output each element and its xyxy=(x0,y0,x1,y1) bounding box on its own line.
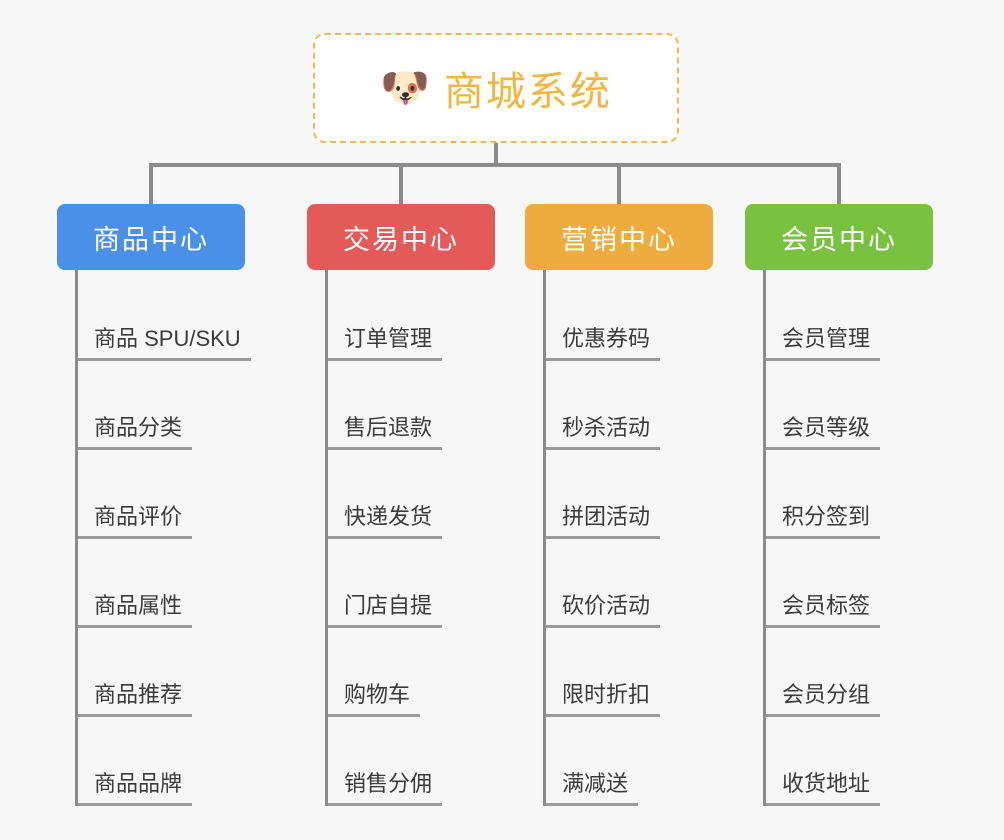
item-list-4: 会员管理 会员等级 积分签到 会员标签 会员分组 收货地址 xyxy=(763,270,933,806)
list-item[interactable]: 会员标签 xyxy=(766,539,933,628)
branch-column-4: 会员中心 会员管理 会员等级 积分签到 会员标签 会员分组 收货地址 xyxy=(745,204,933,806)
item-label: 门店自提 xyxy=(328,593,443,628)
category-label-3: 营销中心 xyxy=(561,224,677,255)
list-item[interactable]: 拼团活动 xyxy=(546,450,713,539)
connector-drop-4 xyxy=(837,163,841,206)
item-label: 商品品牌 xyxy=(78,771,193,806)
list-item[interactable]: 秒杀活动 xyxy=(546,361,713,450)
item-label: 商品属性 xyxy=(78,593,193,628)
item-label: 商品分类 xyxy=(78,415,193,450)
item-label: 商品评价 xyxy=(78,504,193,539)
list-item[interactable]: 门店自提 xyxy=(328,539,495,628)
list-item[interactable]: 限时折扣 xyxy=(546,628,713,717)
category-label-1: 商品中心 xyxy=(93,224,209,255)
branch-column-1: 商品中心 商品 SPU/SKU 商品分类 商品评价 商品属性 商品推荐 商品品牌 xyxy=(57,204,251,806)
list-item[interactable]: 商品属性 xyxy=(78,539,245,628)
connector-bus-bar xyxy=(149,163,841,167)
list-item[interactable]: 购物车 xyxy=(328,628,495,717)
item-label: 会员标签 xyxy=(766,593,881,628)
item-label: 订单管理 xyxy=(328,326,443,361)
list-item[interactable]: 售后退款 xyxy=(328,361,495,450)
list-item[interactable]: 会员分组 xyxy=(766,628,933,717)
connector-root-stem xyxy=(494,143,498,165)
list-item[interactable]: 会员等级 xyxy=(766,361,933,450)
connector-drop-2 xyxy=(399,163,403,206)
item-label: 购物车 xyxy=(328,682,421,717)
list-item[interactable]: 商品品牌 xyxy=(78,717,245,806)
category-label-4: 会员中心 xyxy=(781,224,897,255)
category-node-3[interactable]: 营销中心 xyxy=(525,204,713,270)
list-item[interactable]: 积分签到 xyxy=(766,450,933,539)
item-label: 商品推荐 xyxy=(78,682,193,717)
item-list-1: 商品 SPU/SKU 商品分类 商品评价 商品属性 商品推荐 商品品牌 xyxy=(75,270,251,806)
item-label: 拼团活动 xyxy=(546,504,661,539)
item-label: 快递发货 xyxy=(328,504,443,539)
connector-drop-1 xyxy=(149,163,153,206)
branch-column-2: 交易中心 订单管理 售后退款 快递发货 门店自提 购物车 销售分佣 xyxy=(307,204,495,806)
category-node-4[interactable]: 会员中心 xyxy=(745,204,933,270)
shiba-dog-face-icon: 🐶 xyxy=(380,66,430,110)
category-node-1[interactable]: 商品中心 xyxy=(57,204,245,270)
item-label: 会员等级 xyxy=(766,415,881,450)
list-item[interactable]: 会员管理 xyxy=(766,272,933,361)
item-label: 会员分组 xyxy=(766,682,881,717)
list-item[interactable]: 满减送 xyxy=(546,717,713,806)
list-item[interactable]: 快递发货 xyxy=(328,450,495,539)
list-item[interactable]: 商品推荐 xyxy=(78,628,245,717)
root-node-label: 商城系统 xyxy=(443,70,612,114)
list-item[interactable]: 销售分佣 xyxy=(328,717,495,806)
category-node-2[interactable]: 交易中心 xyxy=(307,204,495,270)
item-label: 售后退款 xyxy=(328,415,443,450)
item-label: 会员管理 xyxy=(766,326,881,361)
item-label: 收货地址 xyxy=(766,771,881,806)
connector-drop-3 xyxy=(617,163,621,206)
list-item[interactable]: 商品评价 xyxy=(78,450,245,539)
item-label: 秒杀活动 xyxy=(546,415,661,450)
list-item[interactable]: 订单管理 xyxy=(328,272,495,361)
category-label-2: 交易中心 xyxy=(343,224,459,255)
list-item[interactable]: 商品 SPU/SKU xyxy=(78,272,251,361)
list-item[interactable]: 优惠券码 xyxy=(546,272,713,361)
item-label: 限时折扣 xyxy=(546,682,661,717)
item-label: 优惠券码 xyxy=(546,326,661,361)
item-label: 商品 SPU/SKU xyxy=(78,326,251,361)
item-list-3: 优惠券码 秒杀活动 拼团活动 砍价活动 限时折扣 满减送 xyxy=(543,270,713,806)
root-node-商城系统[interactable]: 🐶 商城系统 xyxy=(313,33,679,143)
item-label: 销售分佣 xyxy=(328,771,443,806)
item-list-2: 订单管理 售后退款 快递发货 门店自提 购物车 销售分佣 xyxy=(325,270,495,806)
list-item[interactable]: 商品分类 xyxy=(78,361,245,450)
list-item[interactable]: 收货地址 xyxy=(766,717,933,806)
item-label: 砍价活动 xyxy=(546,593,661,628)
list-item[interactable]: 砍价活动 xyxy=(546,539,713,628)
item-label: 积分签到 xyxy=(766,504,881,539)
branch-column-3: 营销中心 优惠券码 秒杀活动 拼团活动 砍价活动 限时折扣 满减送 xyxy=(525,204,713,806)
item-label: 满减送 xyxy=(546,771,639,806)
